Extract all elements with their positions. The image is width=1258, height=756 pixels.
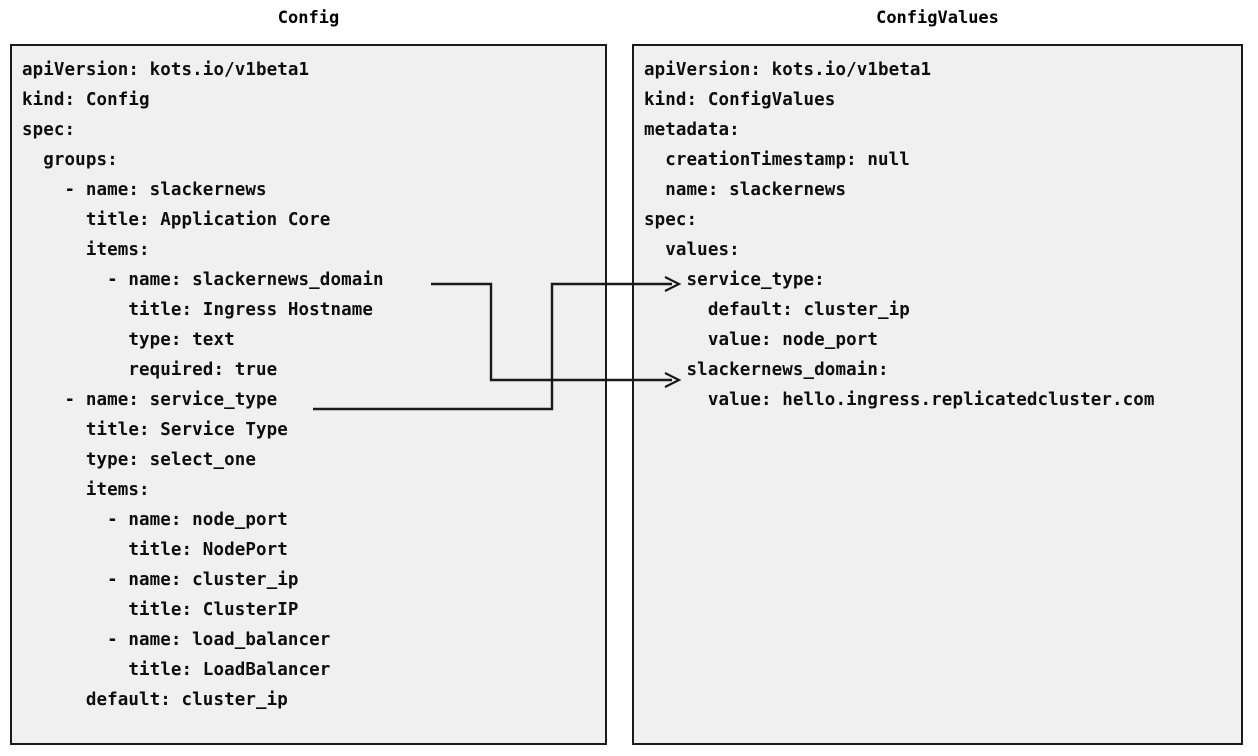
yaml-line: value: hello.ingress.replicatedcluster.c… bbox=[644, 390, 1155, 410]
yaml-line: - name: cluster_ip bbox=[22, 570, 299, 590]
yaml-line: default: cluster_ip bbox=[22, 690, 288, 710]
yaml-line: title: NodePort bbox=[22, 540, 288, 560]
yaml-line: - name: load_balancer bbox=[22, 630, 331, 650]
config-panel-title: Config bbox=[277, 8, 340, 28]
yaml-line: type: select_one bbox=[22, 450, 256, 470]
configvalues-yaml-panel: apiVersion: kots.io/v1beta1 kind: ConfigV… bbox=[632, 44, 1243, 745]
yaml-line: - name: node_port bbox=[22, 510, 288, 530]
yaml-line: items: bbox=[22, 480, 150, 500]
yaml-line: apiVersion: kots.io/v1beta1 bbox=[22, 60, 310, 80]
yaml-line: title: Ingress Hostname bbox=[22, 300, 373, 320]
yaml-line: - name: service_type bbox=[22, 390, 278, 410]
yaml-line: title: Service Type bbox=[22, 420, 288, 440]
yaml-line: - name: slackernews bbox=[22, 180, 267, 200]
yaml-line: default: cluster_ip bbox=[644, 300, 910, 320]
yaml-line: creationTimestamp: null bbox=[644, 150, 910, 170]
yaml-line: apiVersion: kots.io/v1beta1 bbox=[644, 60, 932, 80]
yaml-line: title: LoadBalancer bbox=[22, 660, 331, 680]
config-yaml-panel: apiVersion: kots.io/v1beta1 kind: Config s… bbox=[10, 44, 607, 745]
yaml-line: kind: ConfigValues bbox=[644, 90, 836, 110]
configvalues-yaml-body: apiVersion: kots.io/v1beta1 kind: ConfigV… bbox=[644, 55, 1241, 415]
yaml-line: spec: bbox=[644, 210, 698, 230]
configvalues-panel-title: ConfigValues bbox=[876, 8, 999, 28]
yaml-line: title: ClusterIP bbox=[22, 600, 299, 620]
yaml-line: kind: Config bbox=[22, 90, 150, 110]
yaml-line: groups: bbox=[22, 150, 118, 170]
yaml-line: metadata: bbox=[644, 120, 740, 140]
yaml-line: slackernews_domain: bbox=[644, 360, 889, 380]
config-yaml-body: apiVersion: kots.io/v1beta1 kind: Config s… bbox=[22, 55, 605, 715]
yaml-line: values: bbox=[644, 240, 740, 260]
yaml-line: spec: bbox=[22, 120, 76, 140]
yaml-line: required: true bbox=[22, 360, 278, 380]
yaml-line: service_type: bbox=[644, 270, 825, 290]
yaml-line: type: text bbox=[22, 330, 235, 350]
yaml-line: - name: slackernews_domain bbox=[22, 270, 384, 290]
yaml-line: items: bbox=[22, 240, 150, 260]
yaml-line: title: Application Core bbox=[22, 210, 331, 230]
yaml-line: name: slackernews bbox=[644, 180, 847, 200]
yaml-line: value: node_port bbox=[644, 330, 878, 350]
